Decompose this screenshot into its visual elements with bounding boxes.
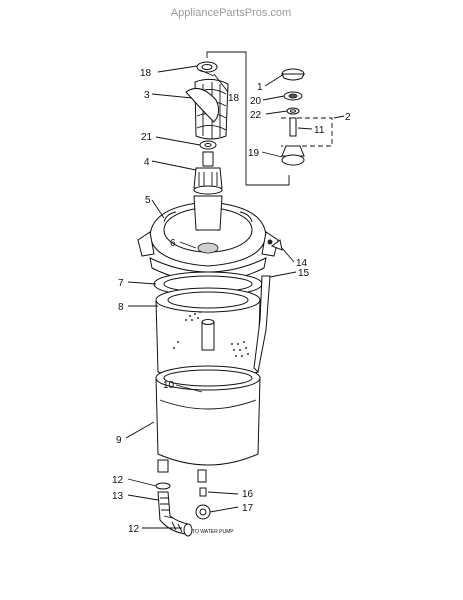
callout-12-upper: 12	[112, 475, 124, 486]
assembly-bracket-line	[206, 51, 290, 186]
callout-6: 6	[170, 238, 176, 249]
cap-assembly-parts	[281, 68, 305, 166]
agitator-cap-ring-part	[196, 61, 218, 77]
to-water-pump-note: TO WATER PUMP	[192, 529, 234, 535]
callout-5: 5	[145, 195, 151, 206]
tub-fastener-part	[195, 487, 211, 520]
agitator-drive-base-part	[193, 151, 223, 195]
tub-ring-part	[137, 195, 279, 283]
leader-lines	[125, 65, 345, 529]
callout-4: 4	[144, 157, 150, 168]
callout-2: 2	[345, 112, 351, 123]
outer-tub-part	[155, 365, 261, 483]
callout-16: 16	[242, 489, 254, 500]
callout-19: 19	[248, 148, 260, 159]
callout-18-right: 18	[228, 93, 240, 104]
callout-18-left: 18	[140, 68, 152, 79]
drive-washer-part	[199, 140, 217, 150]
callout-3: 3	[144, 90, 150, 101]
callout-8: 8	[118, 302, 124, 313]
callout-14: 14	[296, 258, 308, 269]
callout-17: 17	[242, 503, 254, 514]
callout-11: 11	[314, 125, 325, 136]
drain-hose-part	[155, 482, 193, 537]
callout-13: 13	[112, 491, 124, 502]
callout-22: 22	[250, 110, 262, 121]
callout-15: 15	[298, 268, 310, 279]
callout-10: 10	[163, 380, 175, 391]
group-dashed-box	[281, 117, 333, 147]
callout-20: 20	[250, 96, 262, 107]
site-watermark: AppliancePartsPros.com	[171, 7, 291, 19]
wash-basket-part	[155, 287, 261, 381]
callout-7: 7	[118, 278, 124, 289]
callout-12-lower: 12	[128, 524, 140, 535]
callout-9: 9	[116, 435, 122, 446]
callout-1: 1	[257, 82, 263, 93]
callout-21: 21	[141, 132, 153, 143]
agitator-auger-part	[185, 78, 229, 140]
tub-guide-part	[253, 239, 283, 374]
